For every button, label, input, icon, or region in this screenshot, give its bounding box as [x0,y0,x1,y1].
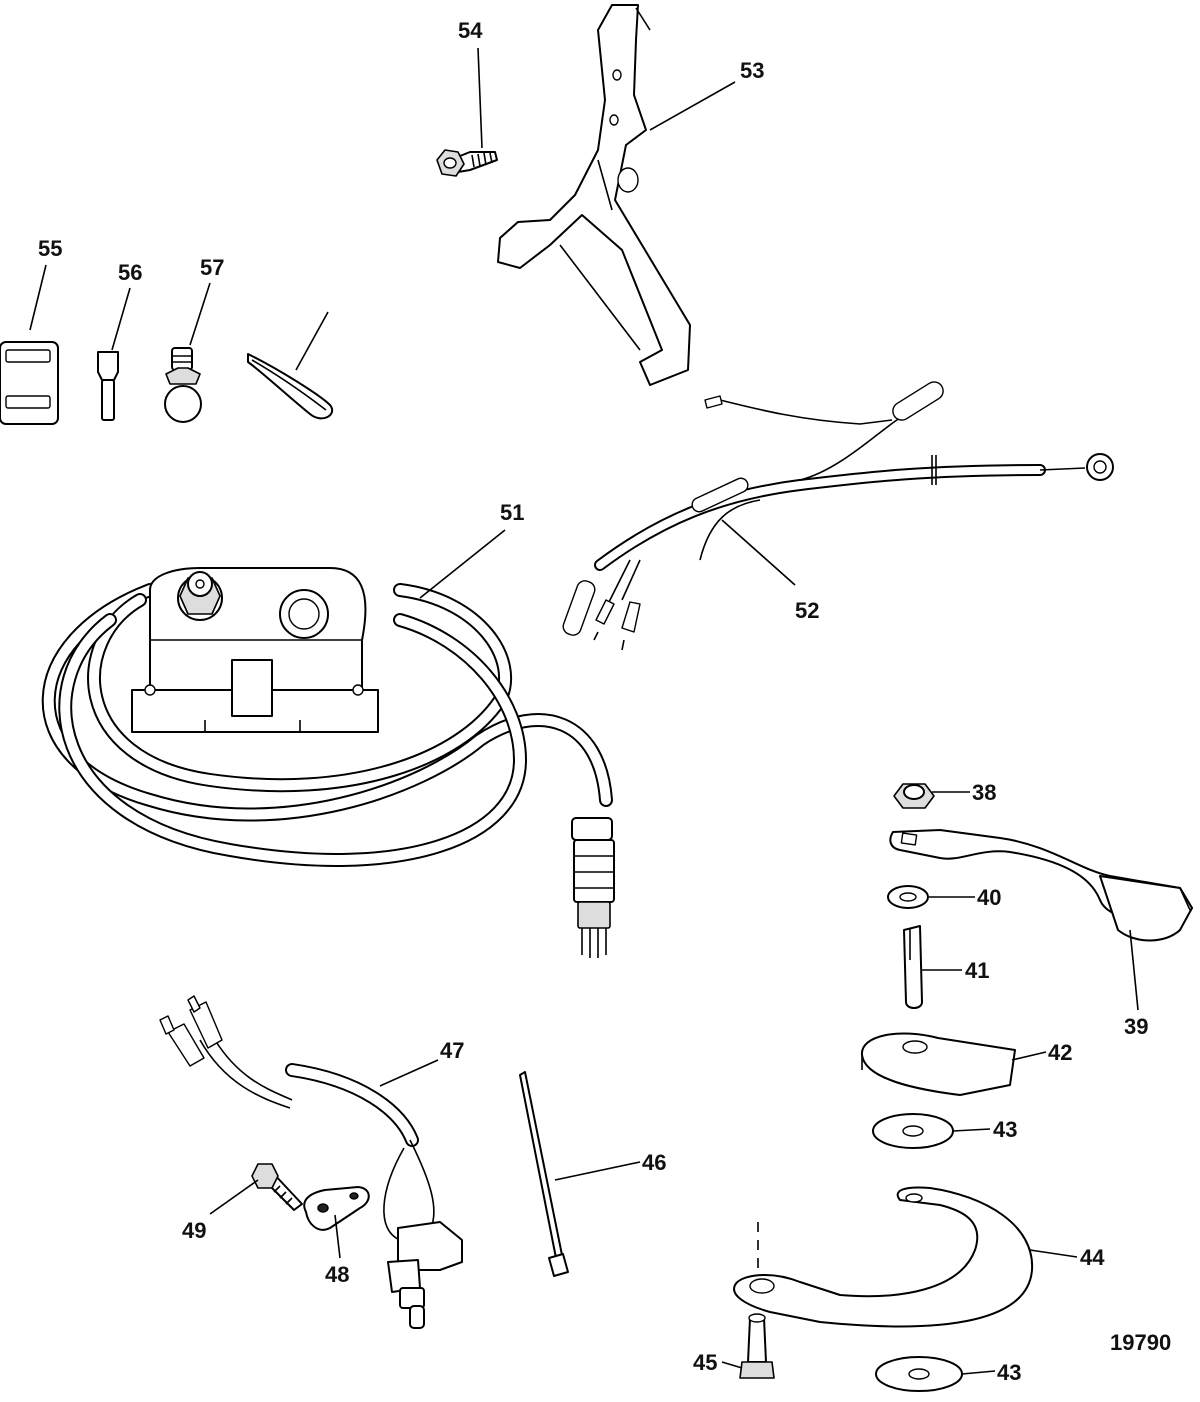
part-45-shoulder-bolt [739,1313,775,1379]
leader-43-lower [961,1370,996,1375]
part-52-bracket [497,4,691,386]
callout-56: 57 [200,255,224,280]
callout-41: 41 [965,958,989,983]
callout-39: 39 [1124,1014,1148,1039]
leader-43-upper [952,1128,991,1132]
part-41-shaft [903,925,923,1009]
leader-52 [649,81,736,131]
leader-44 [1029,1249,1078,1258]
callout-45: 45 [693,1350,717,1375]
callout-42: 42 [1048,1040,1072,1065]
leader-49 [209,1179,259,1215]
part-49-bolt [251,1163,303,1211]
leader-45 [721,1361,743,1369]
part-57-cotter-pin [247,353,333,420]
callout-40: 40 [977,885,1001,910]
part-56-ball-stud [164,347,202,423]
drawing-number: 19790 [1110,1330,1171,1355]
part-43-washer-upper [872,1113,954,1149]
part-50-control-box [41,567,615,958]
part-47-switch-harness [159,995,463,1329]
leader-51 [721,519,796,586]
part-44-arc [733,1186,1034,1328]
leader-47 [379,1059,439,1087]
leader-56 [189,282,211,346]
part-51-harness [562,381,1114,651]
part-54-plate [0,341,59,425]
leader-lines [29,47,1139,1375]
leader-46 [554,1161,641,1181]
leader-48 [334,1214,341,1259]
callout-47: 47 [440,1038,464,1063]
callout-55: 56 [118,260,142,285]
part-42-cam [860,1032,1016,1096]
part-53-bolt [436,149,498,177]
callout-54: 55 [38,236,62,261]
leader-54 [29,264,47,331]
part-43-washer-lower [875,1356,963,1392]
part-55-terminal [97,351,119,421]
part-46-cable-tie [519,1071,569,1277]
leader-53 [477,47,483,149]
part-40-washer [887,885,929,909]
callout-52: 53 [740,58,764,83]
callout-44: 44 [1080,1245,1105,1270]
callout-53: 54 [458,18,483,43]
callout-38: 38 [972,780,996,805]
callout-43-upper: 43 [993,1117,1017,1142]
callout-51: 52 [795,598,819,623]
part-39-lever [889,829,1193,942]
callout-49: 49 [182,1218,206,1243]
leader-55 [111,287,131,351]
leader-50 [419,529,506,599]
callout-43-lower: 43 [997,1360,1021,1385]
part-38-nut [893,783,935,809]
callout-48: 48 [325,1262,349,1287]
callout-46: 46 [642,1150,666,1175]
leader-42 [1011,1051,1047,1061]
leader-39 [1129,929,1139,1011]
callout-labels: 54 53 55 56 57 51 52 38 40 41 39 42 43 4… [38,18,1171,1385]
callout-50: 51 [500,500,524,525]
leader-57 [295,311,329,371]
part-48-link-plate [303,1186,370,1231]
